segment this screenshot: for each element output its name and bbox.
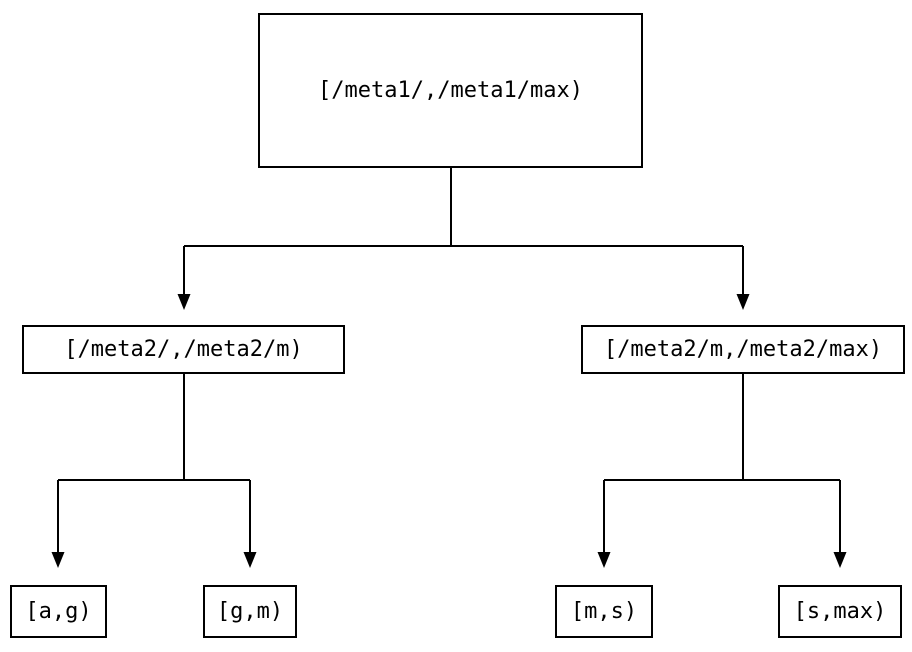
node-meta2-low: [/meta2/,/meta2/m) bbox=[22, 325, 345, 374]
edge-meta2high-to-children bbox=[597, 374, 847, 568]
node-meta2-low-label: [/meta2/,/meta2/m) bbox=[64, 336, 303, 362]
arrow-down-icon bbox=[177, 294, 191, 310]
arrow-down-icon bbox=[243, 552, 257, 568]
node-leaf-m-s-label: [m,s) bbox=[570, 598, 638, 624]
node-leaf-s-max: [s,max) bbox=[778, 585, 902, 638]
node-leaf-a-g-label: [a,g) bbox=[25, 598, 92, 624]
node-leaf-g-m: [g,m) bbox=[203, 585, 297, 638]
edge-meta2low-to-children bbox=[51, 374, 257, 568]
arrow-down-icon bbox=[833, 552, 847, 568]
arrow-down-icon bbox=[51, 552, 65, 568]
edge-root-to-children bbox=[177, 168, 750, 310]
node-meta2-high-label: [/meta2/m,/meta2/max) bbox=[603, 336, 883, 362]
edge-meta2high-trunk bbox=[603, 374, 841, 553]
node-leaf-a-g: [a,g) bbox=[10, 585, 107, 638]
arrow-down-icon bbox=[597, 552, 611, 568]
node-leaf-g-m-label: [g,m) bbox=[216, 598, 284, 624]
edge-root-trunk bbox=[183, 168, 744, 295]
node-leaf-m-s: [m,s) bbox=[555, 585, 653, 638]
edge-meta2low-trunk bbox=[57, 374, 251, 553]
node-root-label: [/meta1/,/meta1/max) bbox=[318, 77, 583, 103]
arrow-down-icon bbox=[736, 294, 750, 310]
node-root: [/meta1/,/meta1/max) bbox=[258, 13, 643, 168]
node-leaf-s-max-label: [s,max) bbox=[793, 598, 887, 624]
node-meta2-high: [/meta2/m,/meta2/max) bbox=[581, 325, 905, 374]
